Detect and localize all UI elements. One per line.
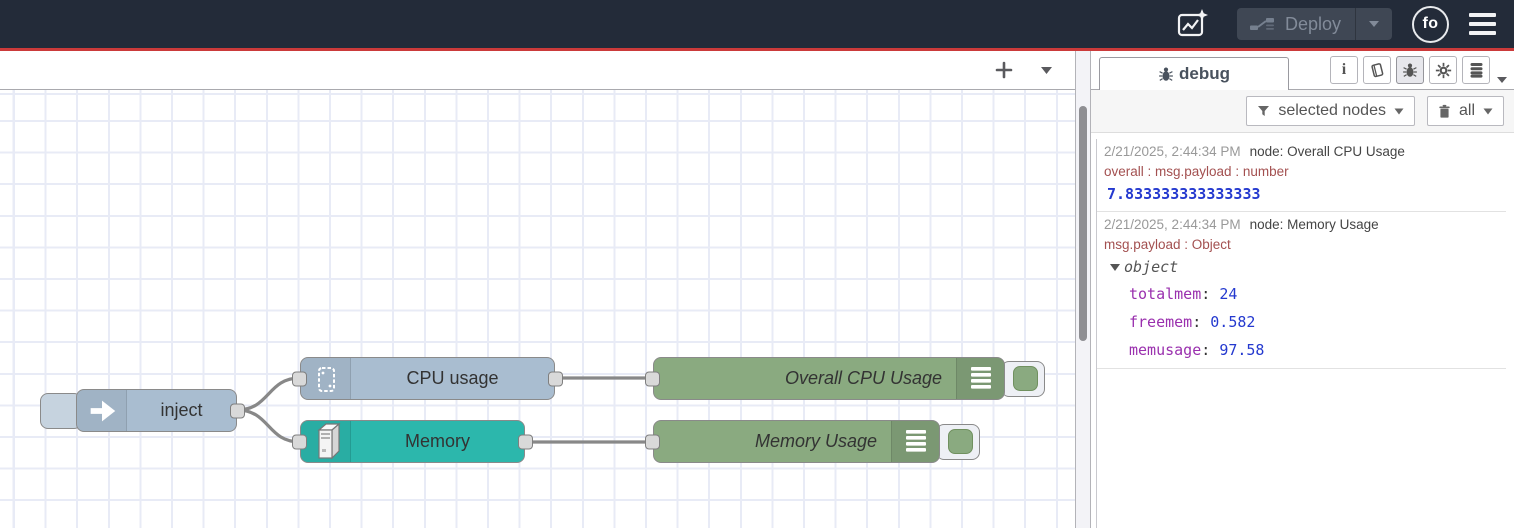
info-icon: i [1341,61,1347,78]
config-nodes-button[interactable] [1429,56,1457,84]
object-expander[interactable]: object [1104,254,1500,280]
debug-enable-toggle[interactable] [1001,360,1045,397]
inject-trigger-button[interactable] [40,392,82,429]
tab-debug-label: debug [1179,64,1230,83]
cpu-chip-icon [301,358,351,399]
flow-tab-strip [0,51,1075,90]
message-node-name: node: Overall CPU Usage [1249,144,1405,159]
wire [235,376,302,412]
input-port[interactable] [292,434,307,449]
flow-canvas[interactable]: inject CPU usage [0,90,1075,528]
sidebar: debug i [1091,51,1514,528]
message-timestamp: 2/21/2025, 2:44:34 PM [1104,217,1241,232]
funnel-icon [1258,106,1270,116]
node-label: inject [160,400,203,420]
debug-tab-button[interactable] [1396,56,1424,84]
header: Deploy fo [0,0,1514,48]
output-port[interactable] [548,371,563,386]
input-port[interactable] [292,371,307,386]
object-label: object [1124,258,1179,276]
scrollbar-thumb[interactable] [1079,106,1087,341]
sidebar-toolbar: i [1330,56,1490,84]
node-label: Memory [404,431,470,451]
message-meta: overall : msg.payload : number [1104,164,1289,179]
property-key: freemem [1129,313,1193,331]
image-sparkle-icon [1177,9,1208,37]
hamburger-icon [1469,13,1496,17]
bug-icon [1159,67,1173,81]
input-port[interactable] [645,371,660,386]
node-debug-memory-usage[interactable]: Memory Usage [645,420,980,463]
flow-viewer-button[interactable] [1173,5,1211,43]
chevron-down-icon [1497,77,1507,83]
tab-debug[interactable]: debug [1099,57,1289,90]
debug-lines-icon [891,421,939,462]
debug-message-list: 2/21/2025, 2:44:34 PM node: Overall CPU U… [1096,139,1506,528]
gear-icon [1435,62,1451,78]
main-area: inject CPU usage [0,51,1514,528]
message-value: 7.833333333333333 [1107,185,1261,203]
output-port[interactable] [518,434,533,449]
add-flow-button[interactable] [991,57,1017,83]
trash-icon [1439,104,1450,118]
node-cpu-usage[interactable]: CPU usage [292,357,563,400]
workspace: inject CPU usage [0,51,1075,528]
sidebar-options-caret[interactable] [1496,76,1508,84]
deploy-button[interactable]: Deploy [1236,8,1392,40]
database-icon [1470,63,1482,78]
canvas-scrollbar [1075,51,1091,528]
collapse-triangle-icon [1110,263,1120,271]
node-debug-overall-cpu[interactable]: Overall CPU Usage [645,357,1045,400]
property-key: totalmem [1129,285,1202,303]
deploy-options-caret[interactable] [1355,8,1392,40]
property-value: 0.582 [1210,313,1256,331]
info-tab-button[interactable]: i [1330,56,1358,84]
clear-messages-button[interactable]: all [1426,96,1504,126]
node-memory[interactable]: Memory [292,420,533,463]
chevron-down-icon [1394,108,1404,114]
node-inject[interactable]: inject [40,389,245,432]
output-port[interactable] [230,403,245,418]
property-value: 97.58 [1219,341,1265,359]
node-label: Overall CPU Usage [784,368,942,388]
filter-label: selected nodes [1278,102,1386,119]
plus-icon [995,61,1013,79]
message-meta: msg.payload : Object [1104,237,1231,252]
chevron-down-icon [1483,108,1493,114]
property-value: 24 [1219,285,1238,303]
main-menu-button[interactable] [1469,13,1496,35]
input-port[interactable] [645,434,660,449]
object-property: memusage: 97.58 [1129,341,1265,359]
filter-selected-nodes-button[interactable]: selected nodes [1246,96,1415,126]
debug-lines-icon [956,358,1004,399]
property-key: memusage [1129,341,1202,359]
debug-filter-row: selected nodes all [1091,90,1514,133]
flow-list-button[interactable] [1033,57,1059,83]
message-node-name: node: Memory Usage [1249,217,1379,232]
book-icon [1371,63,1384,78]
context-data-button[interactable] [1462,56,1490,84]
clear-label: all [1458,102,1475,119]
server-tower-icon [301,421,351,462]
avatar-initials: fo [1422,15,1439,32]
help-tab-button[interactable] [1363,56,1391,84]
bug-icon [1403,63,1417,77]
deploy-status-line [0,48,1514,51]
message-timestamp: 2/21/2025, 2:44:34 PM [1104,144,1241,159]
node-label: CPU usage [406,368,499,388]
inject-arrow-icon [77,390,127,431]
chevron-down-icon [1040,66,1052,74]
sidebar-tab-row: debug i [1091,51,1514,90]
wires [235,376,655,444]
debug-enable-toggle[interactable] [936,423,980,460]
deploy-nodes-icon [1249,18,1274,30]
debug-message: 2/21/2025, 2:44:34 PM node: Overall CPU U… [1097,139,1506,212]
object-property: totalmem: 24 [1129,285,1238,303]
deploy-label: Deploy [1284,13,1341,34]
object-property: freemem: 0.582 [1129,313,1256,331]
node-label: Memory Usage [754,431,877,451]
wire [235,408,302,444]
user-avatar[interactable]: fo [1412,5,1449,43]
